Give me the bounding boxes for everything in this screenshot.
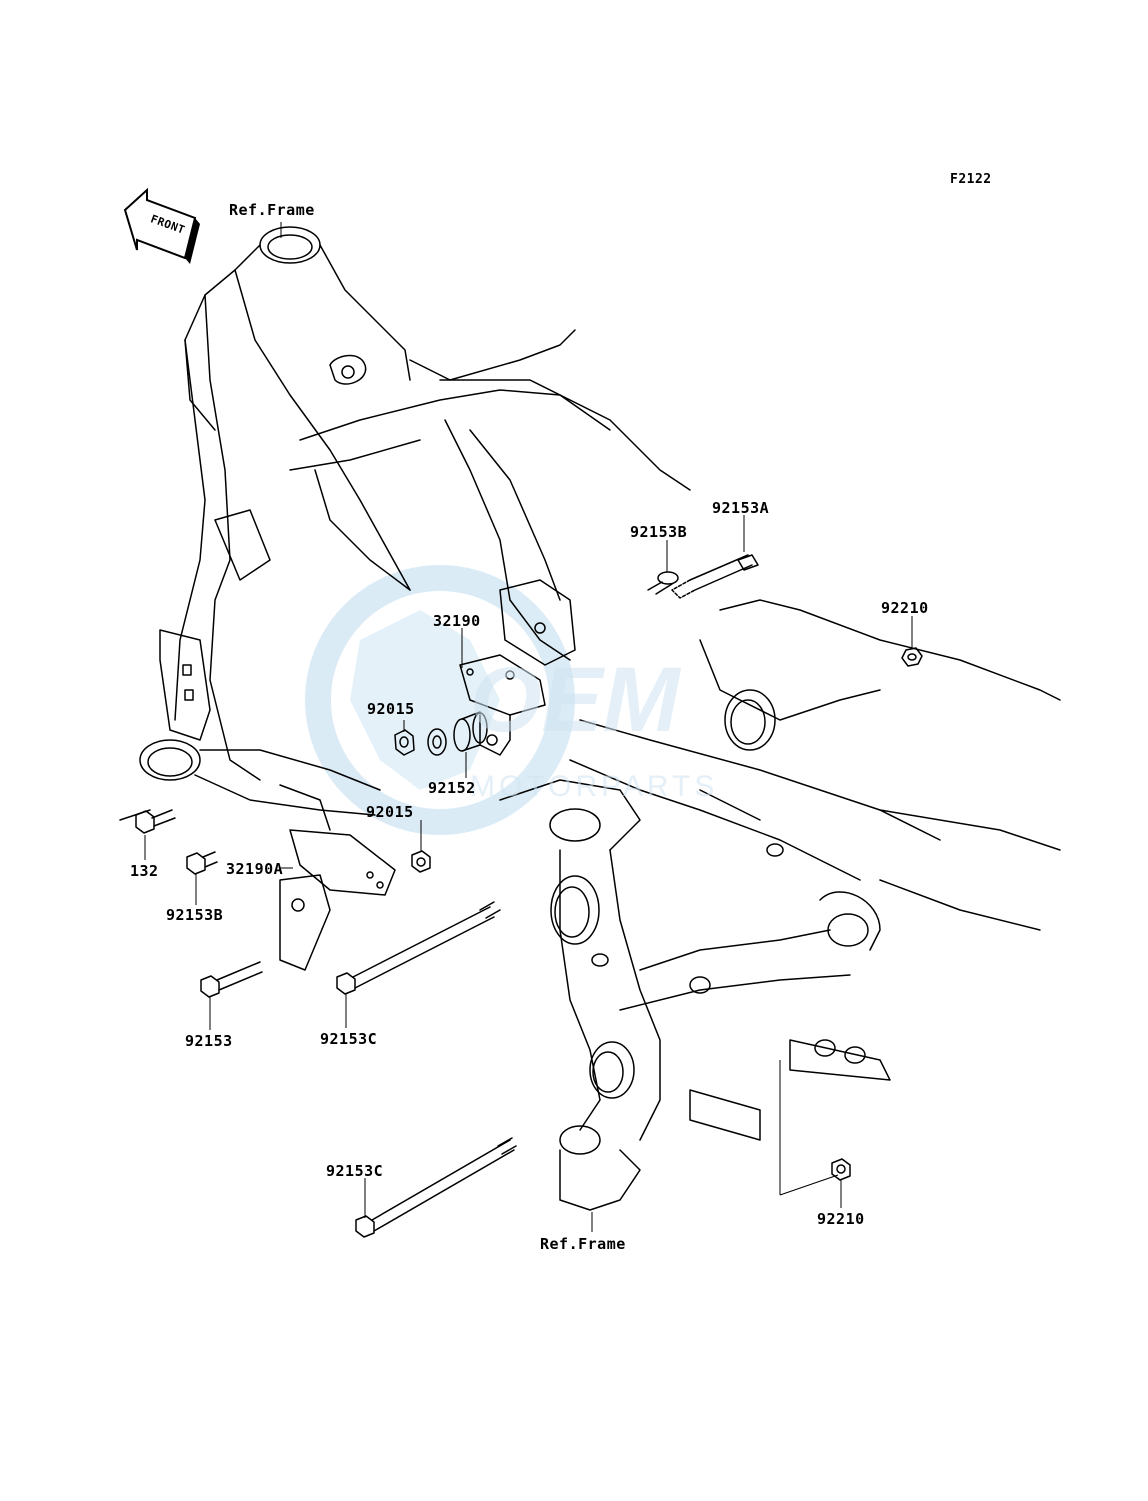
nut-92210-bottom bbox=[831, 1158, 851, 1181]
bracket-32190 bbox=[459, 579, 576, 756]
figure-code: F2122 bbox=[950, 172, 992, 187]
label-92015-top: 92015 bbox=[367, 700, 415, 718]
label-ref-frame-bottom: Ref.Frame bbox=[540, 1235, 626, 1253]
label-92210-top: 92210 bbox=[881, 599, 929, 617]
label-92015-mid: 92015 bbox=[366, 803, 414, 821]
nut-92015-top bbox=[394, 729, 415, 756]
label-ref-frame-top: Ref.Frame bbox=[229, 201, 315, 219]
label-92153B-left: 92153B bbox=[166, 906, 224, 924]
nut-92015-mid bbox=[411, 850, 431, 873]
label-92210-bottom: 92210 bbox=[817, 1210, 865, 1228]
upper-frame-assembly bbox=[119, 226, 691, 831]
bolt-92153 bbox=[200, 961, 263, 998]
label-92153: 92153 bbox=[185, 1032, 233, 1050]
bolt-92153B-left bbox=[186, 851, 218, 875]
label-32190A: 32190A bbox=[226, 860, 284, 878]
bolt-132 bbox=[135, 809, 176, 834]
bolt-92153C-bottom bbox=[355, 1137, 517, 1238]
label-132: 132 bbox=[130, 862, 159, 880]
collar-92152 bbox=[453, 711, 488, 752]
watermark-subtitle: MOTORPARTS bbox=[470, 770, 719, 803]
label-92153B-top: 92153B bbox=[630, 523, 688, 541]
label-32190: 32190 bbox=[433, 612, 481, 630]
nut-92210-top bbox=[901, 647, 923, 667]
bolt-92153C-mid bbox=[336, 901, 501, 995]
bolt-92153B-top bbox=[647, 571, 679, 595]
label-92153C-bottom: 92153C bbox=[326, 1162, 384, 1180]
leader-lines bbox=[144, 222, 913, 1232]
label-92153C-mid: 92153C bbox=[320, 1030, 378, 1048]
front-arrow-icon bbox=[123, 187, 200, 264]
bracket-32190A bbox=[279, 829, 396, 971]
washer-92015 bbox=[427, 728, 447, 756]
label-92153A: 92153A bbox=[712, 499, 770, 517]
lower-frame-assembly bbox=[499, 599, 1061, 1211]
bolt-92153A bbox=[671, 554, 759, 599]
label-92152: 92152 bbox=[428, 779, 476, 797]
watermark-logo: OEM bbox=[470, 649, 680, 751]
